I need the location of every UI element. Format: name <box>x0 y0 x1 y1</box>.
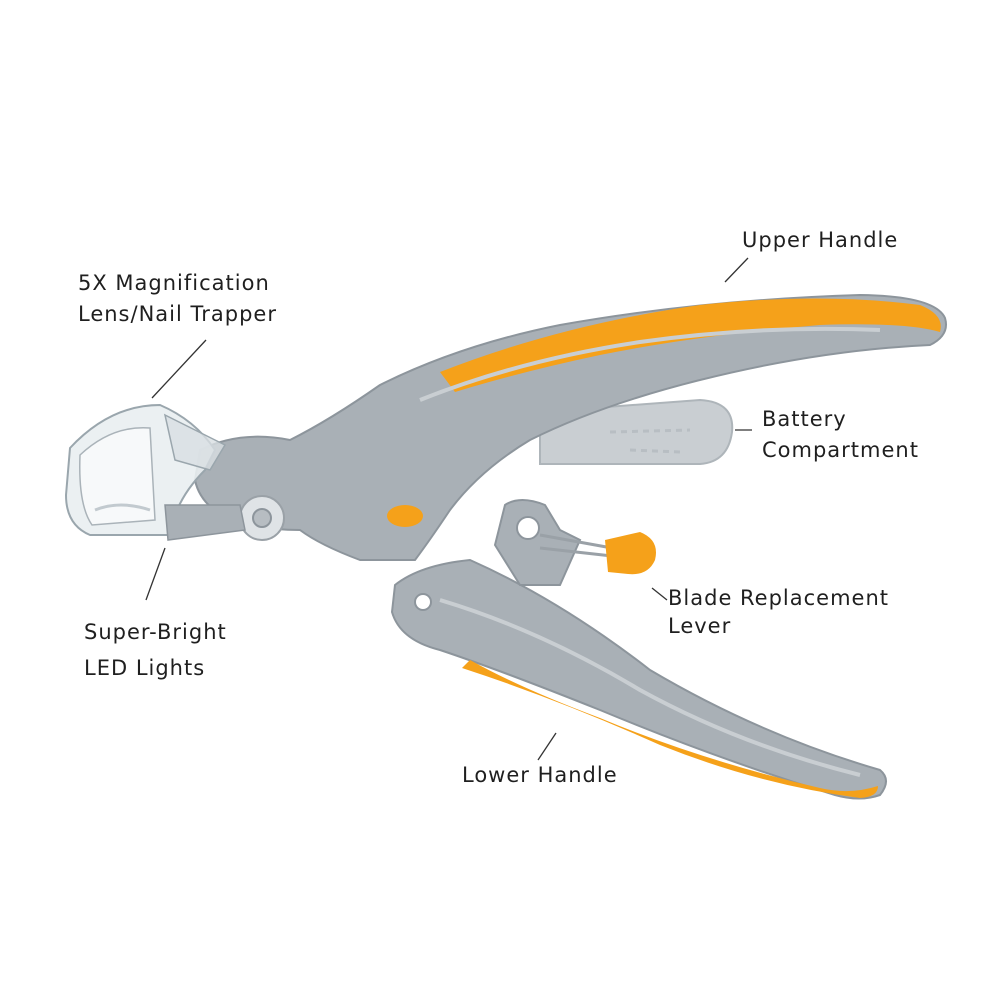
blade-lever-tab <box>605 532 656 575</box>
blade-lever-hole <box>516 516 540 540</box>
lower-pivot-hole <box>414 593 432 611</box>
leader-blade <box>651 587 668 601</box>
label-upper-handle-text: Upper Handle <box>742 228 899 252</box>
label-led-line2: LED Lights <box>84 656 206 680</box>
led-light-housing <box>164 504 246 541</box>
label-led-line1: Super-Bright <box>84 620 227 644</box>
label-magnification-line2: Lens/Nail Trapper <box>78 302 277 326</box>
lens-reflection <box>94 503 151 512</box>
upper-handle-orange-button[interactable] <box>387 505 423 527</box>
label-lower-handle-text: Lower Handle <box>462 763 618 787</box>
upper-handle-orange-grip <box>440 298 941 392</box>
magnification-lens <box>64 403 227 536</box>
label-led-lights: Super-Bright LED Lights <box>84 614 227 686</box>
label-battery-compartment: Battery Compartment <box>762 404 919 466</box>
leader-upper-handle <box>724 257 749 283</box>
upper-handle-highlight <box>419 326 881 402</box>
label-blade-line2: Lever <box>668 614 732 638</box>
main-pivot-screw <box>252 508 272 528</box>
leader-lower-handle <box>537 732 557 761</box>
label-battery-line2: Compartment <box>762 438 919 462</box>
leader-magnification <box>151 339 207 399</box>
label-magnification-lens: 5X Magnification Lens/Nail Trapper <box>78 268 277 330</box>
blade-lever-bracket <box>493 499 582 586</box>
leader-lines <box>145 257 752 761</box>
lower-handle-highlight <box>439 598 861 777</box>
label-lower-handle: Lower Handle <box>462 760 618 791</box>
label-battery-line1: Battery <box>762 407 847 431</box>
label-blade-replacement: Blade Replacement Lever <box>668 584 889 640</box>
label-blade-line1: Blade Replacement <box>668 586 890 610</box>
blade-replacement-lever[interactable] <box>493 499 656 586</box>
upper-handle <box>193 293 947 561</box>
lens-face <box>79 426 156 526</box>
battery-compartment-detail <box>609 428 691 454</box>
lens-hinge-arm <box>163 413 227 471</box>
blade-lever-wire <box>539 533 613 558</box>
lower-handle <box>390 558 887 800</box>
label-upper-handle: Upper Handle <box>742 225 898 256</box>
label-magnification-line1: 5X Magnification <box>78 271 270 295</box>
leader-led <box>145 547 166 601</box>
